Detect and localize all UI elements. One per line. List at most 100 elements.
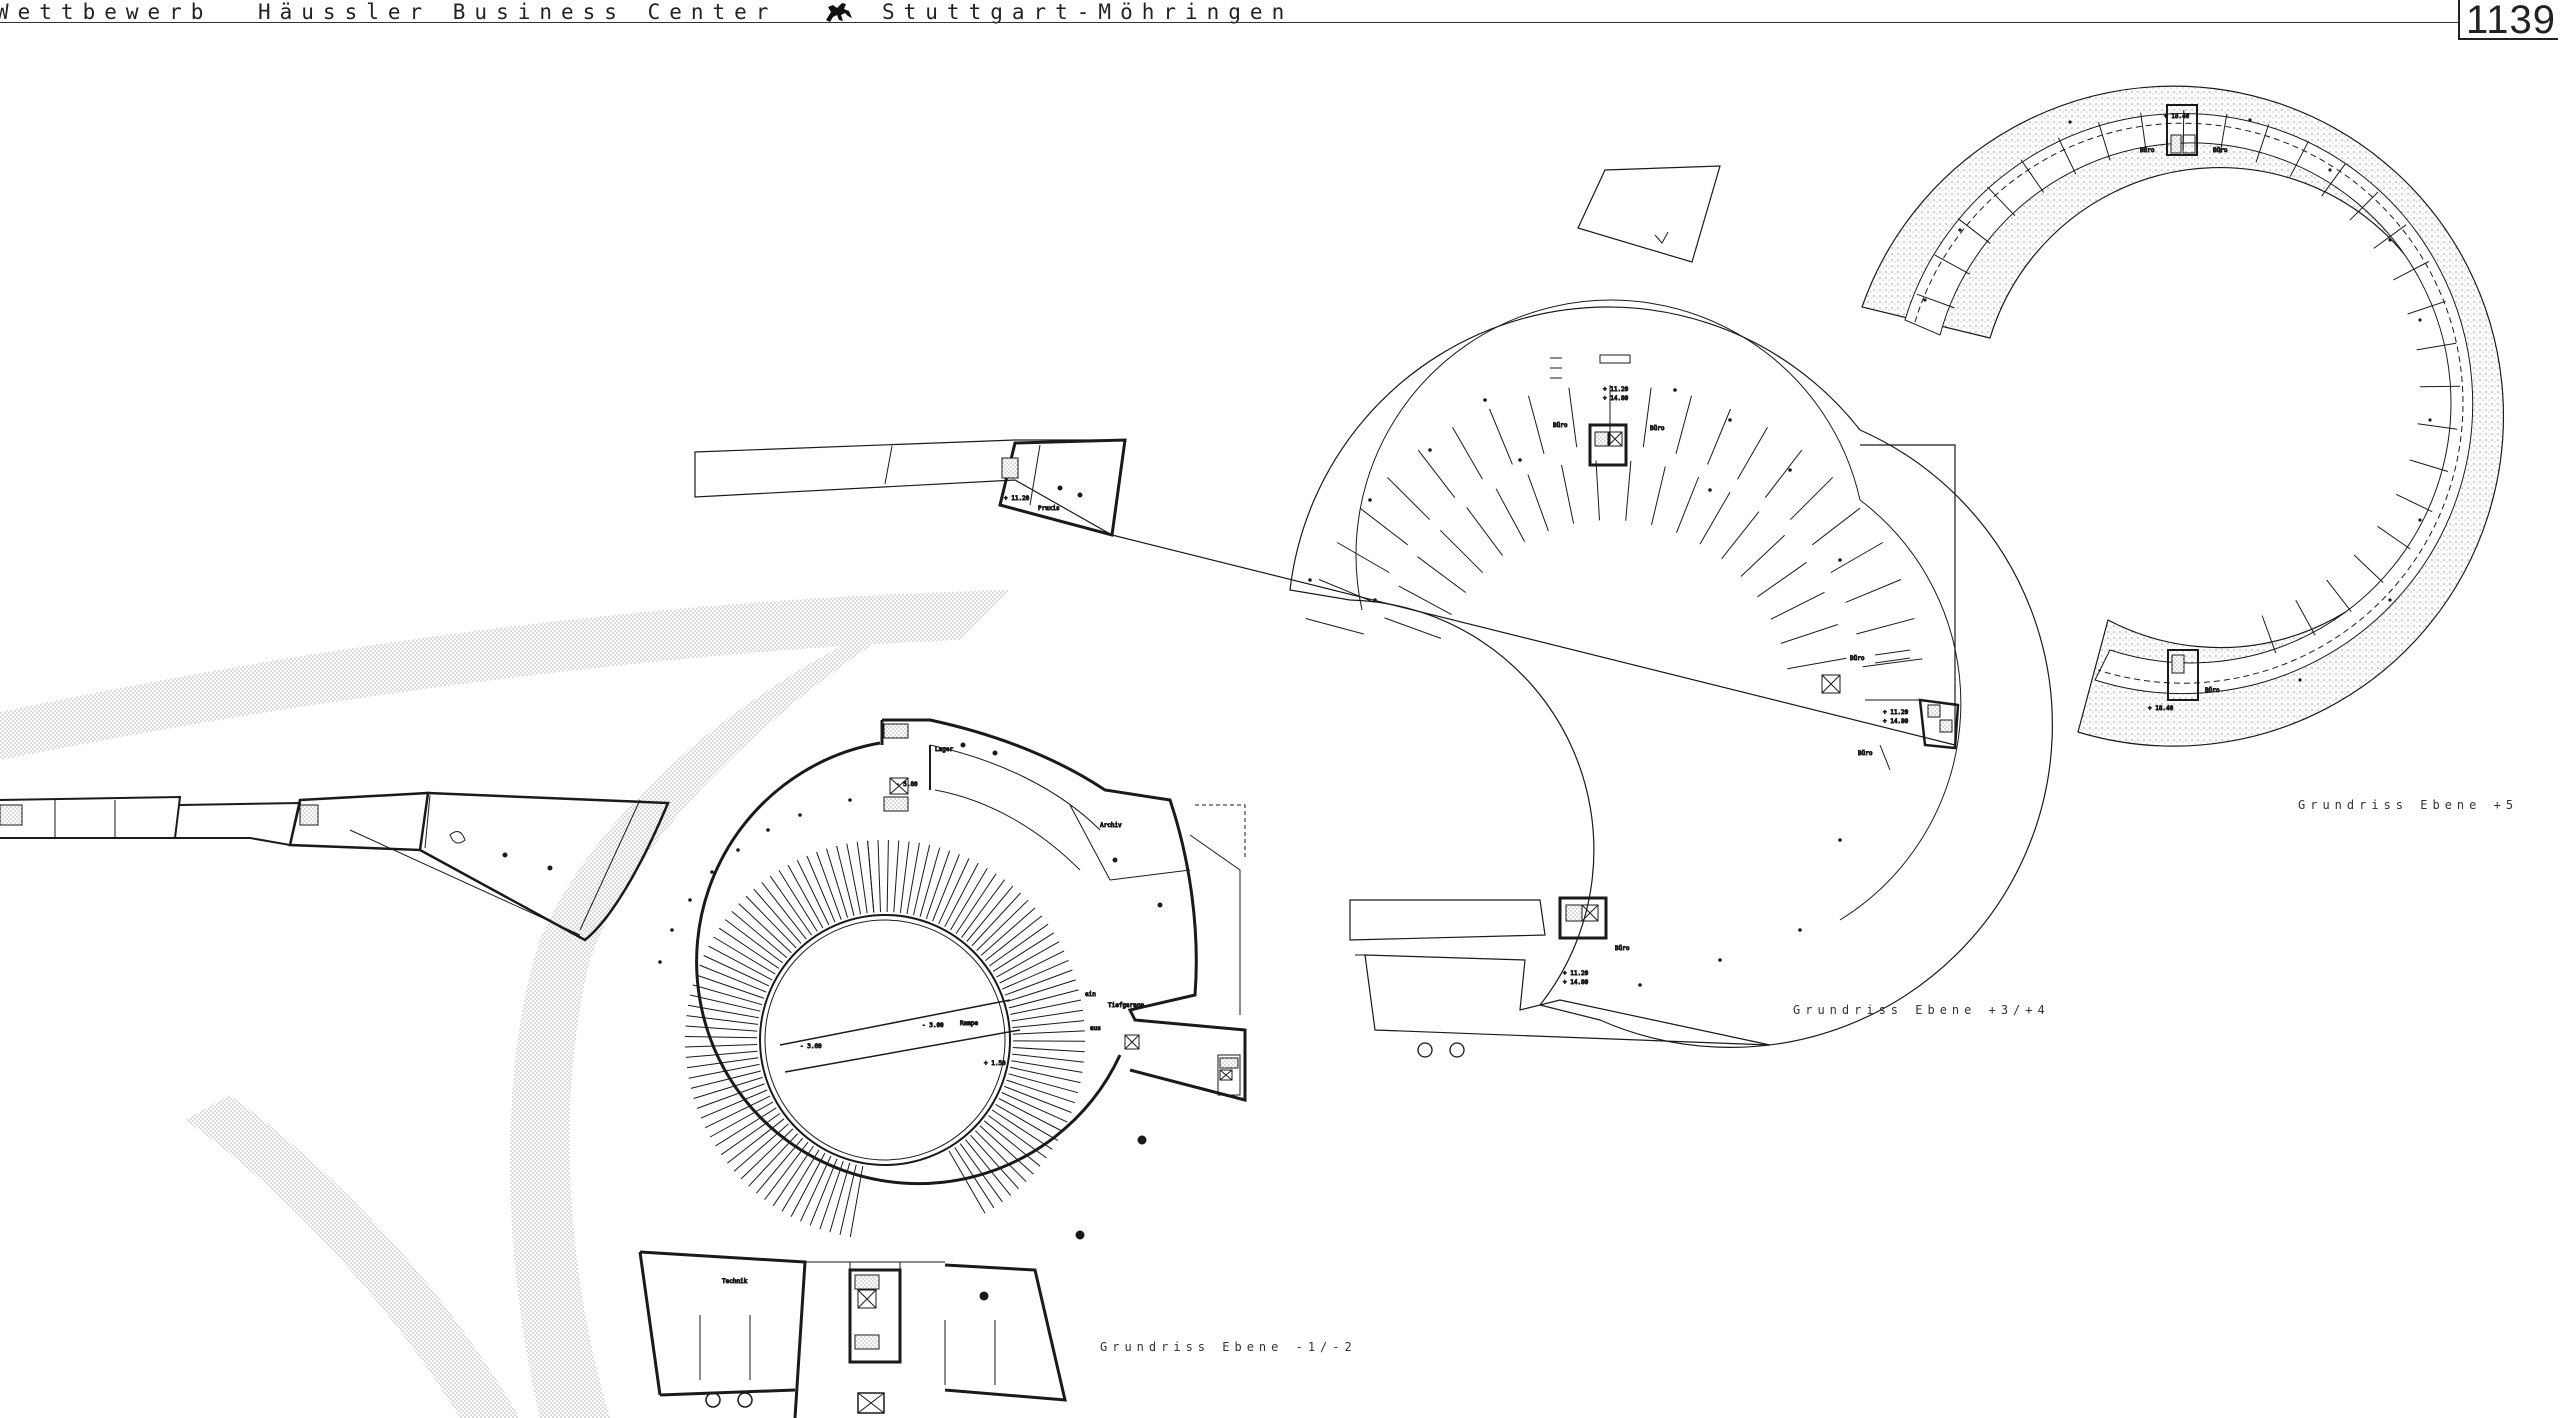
partition-line <box>2295 599 2316 636</box>
partition-line <box>800 1155 832 1222</box>
sheet-number: 1139 <box>2466 0 2557 42</box>
label-buero-ring-4: Büro <box>1858 750 1873 757</box>
road-band-curve <box>510 590 960 1418</box>
partition-line <box>1004 1085 1072 1113</box>
partition-line <box>685 1050 758 1058</box>
partition-line <box>1008 1073 1079 1094</box>
partition-line <box>846 843 862 915</box>
partition-line <box>938 858 970 925</box>
level-plus-1840-south: + 18.40 <box>2148 705 2174 712</box>
label-technik: Technik <box>722 1278 748 1285</box>
partition-line <box>989 923 1049 967</box>
site-roads <box>0 590 1010 1418</box>
partition-line <box>1721 511 1760 560</box>
partition-line <box>1012 1020 1085 1029</box>
partition-line <box>1934 254 1971 275</box>
partition-line <box>1305 618 1364 635</box>
partition-line <box>1958 218 1991 244</box>
partition-line <box>932 854 960 922</box>
partition-line <box>959 1143 1003 1203</box>
partition-line <box>703 955 770 987</box>
partition-line <box>2395 493 2433 513</box>
partition-line <box>1757 561 1807 598</box>
partition-line <box>1528 395 1545 454</box>
partition-line <box>1012 1053 1084 1063</box>
partition-line <box>2419 385 2461 388</box>
partition-line <box>955 873 997 934</box>
level-plus-1120-south: + 11.20 <box>1563 970 1589 977</box>
partition-line <box>980 907 1036 956</box>
partition-line <box>965 1139 1012 1196</box>
label-buero-ring-1: Büro <box>1553 422 1568 429</box>
label-ein: ein <box>1085 991 1096 998</box>
partition-line <box>1625 460 1632 521</box>
partition-line <box>693 1076 763 1099</box>
partition-line <box>1318 579 1375 603</box>
partition-line <box>919 847 941 918</box>
partition-line <box>970 1134 1019 1190</box>
partition-line <box>748 1133 799 1187</box>
partition-line <box>715 1107 777 1147</box>
partition-line <box>1495 488 1526 542</box>
partition-line <box>975 1130 1027 1183</box>
wing-lager-archiv <box>880 718 1247 1102</box>
partition-line <box>944 862 979 928</box>
separate-plot <box>1577 165 1721 263</box>
label-buero-ring-5: Büro <box>1615 945 1630 952</box>
partition-line <box>971 892 1021 947</box>
level-plus-1120-west: + 11.20 <box>1004 495 1030 502</box>
partition-line <box>950 867 988 931</box>
partition-line <box>685 1025 758 1032</box>
office-partitions <box>1305 385 1925 701</box>
label-lager: Lager <box>935 746 953 753</box>
partition-line <box>906 842 920 914</box>
partition-line <box>686 1057 759 1069</box>
level-plus-1840-north: + 18.40 <box>2164 113 2190 120</box>
partition-line <box>1811 507 1861 546</box>
partition-line <box>704 1095 771 1129</box>
ramp <box>779 999 1021 1073</box>
partition-line <box>787 864 824 929</box>
label-archiv: Archiv <box>1100 822 1122 829</box>
caption-ebene-minus1-minus2: Grundriss Ebene -1/-2 <box>1100 1340 1357 1354</box>
partition-line <box>893 840 900 913</box>
partition-line <box>948 1150 986 1214</box>
partition-line <box>713 936 776 975</box>
partition-line <box>685 1044 758 1048</box>
parking-drum-outline <box>695 741 1122 1186</box>
partition-line <box>1527 474 1549 532</box>
partition-line <box>1417 449 1456 499</box>
link-bridge-line <box>1111 534 1956 746</box>
partition-line <box>718 927 780 969</box>
partition-line <box>899 841 910 913</box>
partition-line <box>995 1103 1059 1142</box>
partition-line <box>913 844 931 916</box>
partition-line <box>2057 137 2077 175</box>
partition-line <box>692 984 763 1006</box>
partition-line <box>961 879 1006 938</box>
partition-line <box>2409 459 2449 472</box>
partition-line <box>886 839 889 913</box>
partition-line <box>761 882 807 940</box>
plan-ebene-plus3-plus4: + 11.20 Praxis <box>694 165 2053 1058</box>
partition-line <box>992 932 1055 972</box>
level-minus-360: - 3.60 <box>800 1043 822 1050</box>
level-plus-150: + 1.50 <box>984 1060 1006 1067</box>
label-buero-upper-3: Büro <box>2205 687 2220 694</box>
stuttgart-horse-icon <box>822 0 856 28</box>
partition-line <box>1595 460 1600 521</box>
partition-line <box>733 1123 789 1172</box>
partition-line <box>1012 1030 1085 1035</box>
label-rampe: Rampe <box>960 1020 978 1027</box>
partition-line <box>991 1109 1053 1150</box>
partition-line <box>1862 658 1923 668</box>
partition-line <box>877 840 881 913</box>
partition-line <box>1359 507 1409 546</box>
partition-line <box>709 1101 774 1138</box>
partition-line <box>999 950 1065 984</box>
partition-line <box>1916 293 1955 309</box>
partition-line <box>2289 140 2309 177</box>
plan-ebene-plus5: + 18.40 Büro Büro + 18.40 Büro <box>1861 85 2505 747</box>
parking-bays <box>684 839 1086 1238</box>
level-plus-1120-north: + 11.20 <box>1603 386 1629 393</box>
